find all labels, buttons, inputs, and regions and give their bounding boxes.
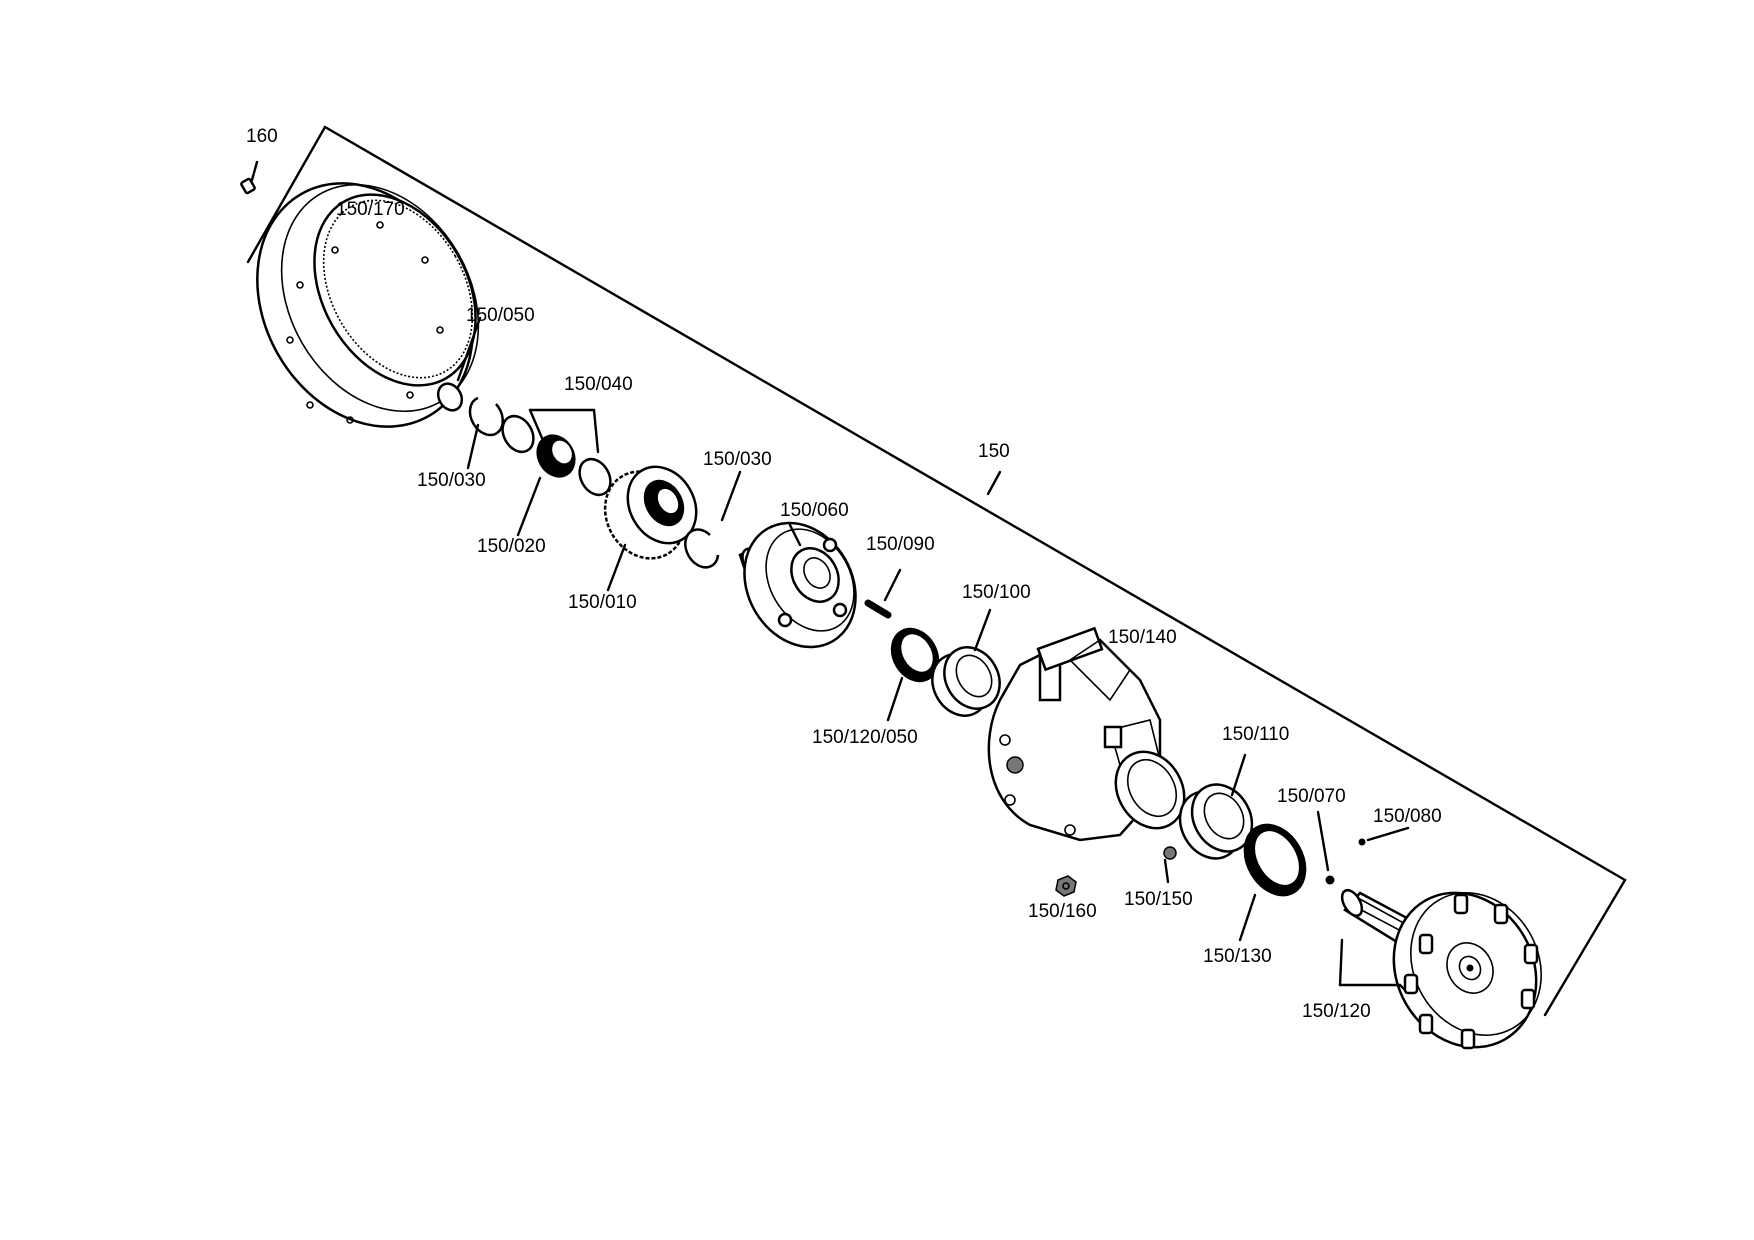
label-150-100: 150/100 (962, 582, 1031, 603)
part-160-plug[interactable] (240, 177, 256, 195)
part-150-150-plug[interactable] (1163, 846, 1177, 860)
part-150-110-bearing[interactable] (1168, 774, 1263, 870)
label-150-050: 150/050 (466, 305, 535, 326)
part-150-140-housing[interactable] (987, 626, 1198, 842)
part-150-080-ball[interactable] (1358, 838, 1366, 846)
label-150-020: 150/020 (477, 536, 546, 557)
label-160: 160 (246, 126, 278, 147)
part-150-160-nut[interactable] (1055, 875, 1077, 897)
part-150-040-ring-b[interactable] (573, 454, 616, 501)
part-150-030-snap-ring-b[interactable] (684, 528, 720, 569)
label-150-170: 150/170 (336, 199, 405, 220)
label-150-120-050: 150/120/050 (812, 727, 918, 748)
label-150-010: 150/010 (568, 592, 637, 613)
label-150-140: 150/140 (1108, 627, 1177, 648)
part-150-130-seal[interactable] (1232, 813, 1318, 907)
label-150: 150 (978, 441, 1010, 462)
label-150-030-a: 150/030 (417, 470, 486, 491)
part-150-030-snap-ring-a[interactable] (468, 396, 505, 437)
label-150-080: 150/080 (1373, 806, 1442, 827)
part-150-060-planet-carrier[interactable] (722, 503, 877, 668)
part-150-120-050-ring[interactable] (882, 620, 948, 690)
label-150-090: 150/090 (866, 534, 935, 555)
label-150-040: 150/040 (564, 374, 633, 395)
label-150-110: 150/110 (1222, 724, 1289, 745)
label-150-160: 150/160 (1028, 901, 1097, 922)
part-150-040-ring-a[interactable] (496, 411, 539, 458)
label-150-030-b: 150/030 (703, 449, 772, 470)
part-150-050-ring[interactable] (433, 379, 466, 414)
label-150-130: 150/130 (1203, 946, 1272, 967)
label-150-120: 150/120 (1302, 1001, 1371, 1022)
label-150-150: 150/150 (1124, 889, 1193, 910)
assembly-bracket-line (246, 125, 1627, 1017)
part-150-100-bearing[interactable] (921, 637, 1010, 725)
part-150-010-planet-gear[interactable] (590, 454, 710, 573)
part-150-120-hub-shaft[interactable] (1338, 867, 1567, 1074)
label-150-060: 150/060 (780, 500, 849, 521)
label-150-070: 150/070 (1277, 786, 1346, 807)
leader-lines (250, 160, 1410, 992)
part-150-070-ball[interactable] (1325, 875, 1335, 885)
part-150-090-pin[interactable] (864, 599, 892, 619)
part-150-020-bearing[interactable] (529, 428, 582, 484)
